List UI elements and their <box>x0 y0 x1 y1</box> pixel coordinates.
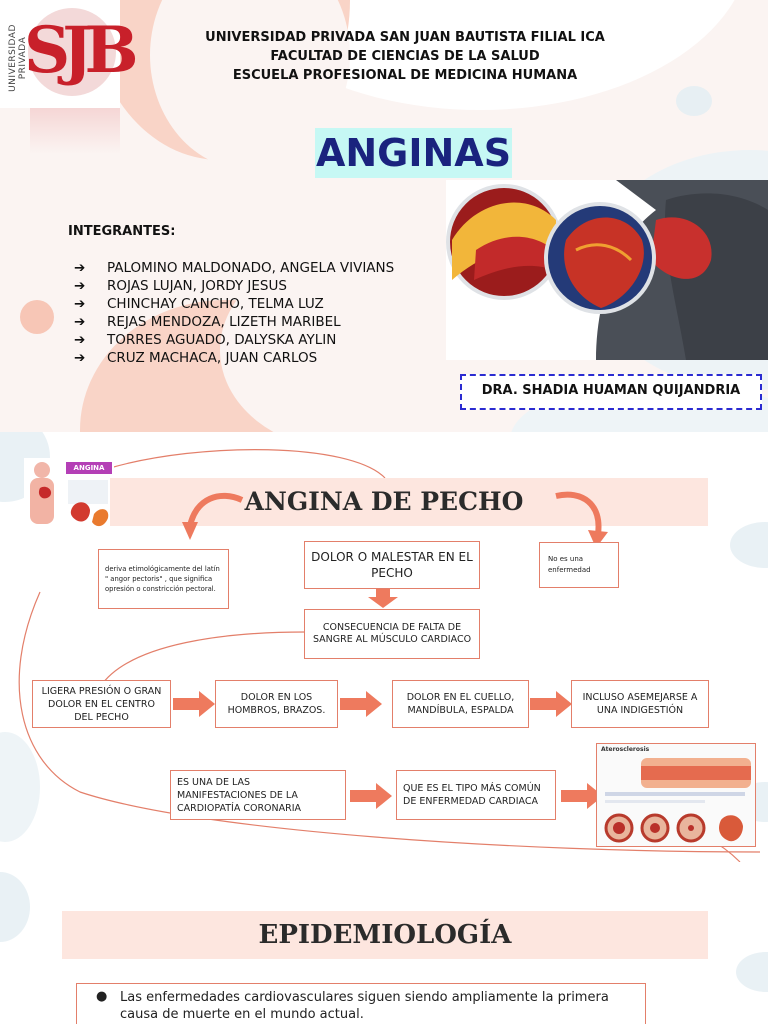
arrow-right-icon <box>340 691 382 717</box>
section-heading: EPIDEMIOLOGÍA <box>258 920 512 950</box>
angina-thumbnail: ANGINA <box>24 458 114 542</box>
common-type-box: QUE ES EL TIPO MÁS COMÚN DE ENFERMEDAD C… <box>396 770 556 820</box>
arrow-right-icon <box>530 691 572 717</box>
curved-arrow-left-icon <box>182 493 244 540</box>
thumbnail-label: ANGINA <box>66 462 112 474</box>
arrow-icon: ➔ <box>74 278 86 294</box>
arrow-right-icon <box>350 783 392 809</box>
list-item: ➔CRUZ MACHACA, JUAN CARLOS <box>74 350 318 366</box>
not-disease-box: No es una enfermedad <box>539 542 619 588</box>
atherosclerosis-label: Aterosclerosis <box>601 746 650 753</box>
manifestation-box: ES UNA DE LAS MANIFESTACIONES DE LA CARD… <box>170 770 346 820</box>
consequence-box: CONSECUENCIA DE FALTA DE SANGRE AL MÚSCU… <box>304 609 480 659</box>
symptom-box-2: DOLOR EN LOS HOMBROS, BRAZOS. <box>215 680 338 728</box>
members-label: INTEGRANTES: <box>68 224 176 239</box>
symptom-box-4: INCLUSO ASEMEJARSE A UNA INDIGESTIÓN <box>571 680 709 728</box>
section-heading: ANGINA DE PECHO <box>244 487 524 516</box>
epidemiology-text-box <box>76 983 646 1024</box>
university-logo: UNIVERSIDAD PRIVADA SJB <box>0 0 139 108</box>
artery-illustration <box>604 758 751 843</box>
list-item: ➔CHINCHAY CANCHO, TELMA LUZ <box>74 296 324 312</box>
decor-dot <box>676 86 712 116</box>
arrow-down-icon <box>368 589 398 608</box>
list-item: ➔ROJAS LUJAN, JORDY JESUS <box>74 278 287 294</box>
list-item: ➔PALOMINO MALDONADO, ANGELA VIVIANS <box>74 260 395 276</box>
arrow-icon: ➔ <box>74 332 86 348</box>
bullet-icon: ● <box>96 989 108 1004</box>
chest-pain-image <box>446 180 768 360</box>
curved-arrow-right-icon <box>555 491 608 548</box>
arrow-right-icon <box>561 783 603 809</box>
title-highlight <box>315 128 512 178</box>
heart-illustration <box>446 180 768 360</box>
heading-band <box>62 911 708 959</box>
page-title: ANGINAS <box>315 131 512 175</box>
logo-reflection <box>30 108 120 154</box>
arrow-icon: ➔ <box>74 314 86 330</box>
decor-dot <box>20 300 54 334</box>
logo-mark <box>28 8 116 96</box>
school-name: ESCUELA PROFESIONAL DE MEDICINA HUMANA <box>232 68 578 83</box>
logo-letters: SJB <box>24 13 139 88</box>
teacher-box <box>460 374 762 410</box>
symptom-box-1: LIGERA PRESIÓN O GRAN DOLOR EN EL CENTRO… <box>32 680 171 728</box>
arrow-icon: ➔ <box>74 296 86 312</box>
pain-box: DOLOR O MALESTAR EN EL PECHO <box>304 541 480 589</box>
university-name: UNIVERSIDAD PRIVADA SAN JUAN BAUTISTA FI… <box>205 30 605 45</box>
epidemiology-slide: EPIDEMIOLOGÍA ● Las enfermedades cardiov… <box>0 862 768 1024</box>
cover-page: UNIVERSIDAD PRIVADA SJB UNIVERSIDAD PRIV… <box>0 0 768 432</box>
decor-blob <box>220 250 470 432</box>
list-item: ➔REJAS MENDOZA, LIZETH MARIBEL <box>74 314 341 330</box>
arrow-icon: ➔ <box>74 350 86 366</box>
members-list: ➔PALOMINO MALDONADO, ANGELA VIVIANS ➔ROJ… <box>74 259 394 367</box>
decor-dot <box>736 952 768 992</box>
epidemiology-text: Las enfermedades cardiovasculares siguen… <box>120 990 609 1022</box>
atherosclerosis-image: Aterosclerosis <box>596 743 756 847</box>
teacher-name: DRA. SHADIA HUAMAN QUIJANDRIA <box>481 383 741 398</box>
angina-slide: ANGINA ANGINA DE PECHO deriva etimológic… <box>0 432 768 862</box>
faculty-name: FACULTAD DE CIENCIAS DE LA SALUD <box>270 49 540 64</box>
arrow-icon: ➔ <box>74 260 86 276</box>
arrow-right-icon <box>173 691 215 717</box>
list-item: ➔TORRES AGUADO, DALYSKA AYLIN <box>74 332 337 348</box>
body-heart-icon <box>30 462 109 527</box>
decor-blob <box>0 872 30 942</box>
etymology-box: deriva etimológicamente del latín " ango… <box>98 549 229 609</box>
symptom-box-3: DOLOR EN EL CUELLO, MANDÍBULA, ESPALDA <box>392 680 529 728</box>
